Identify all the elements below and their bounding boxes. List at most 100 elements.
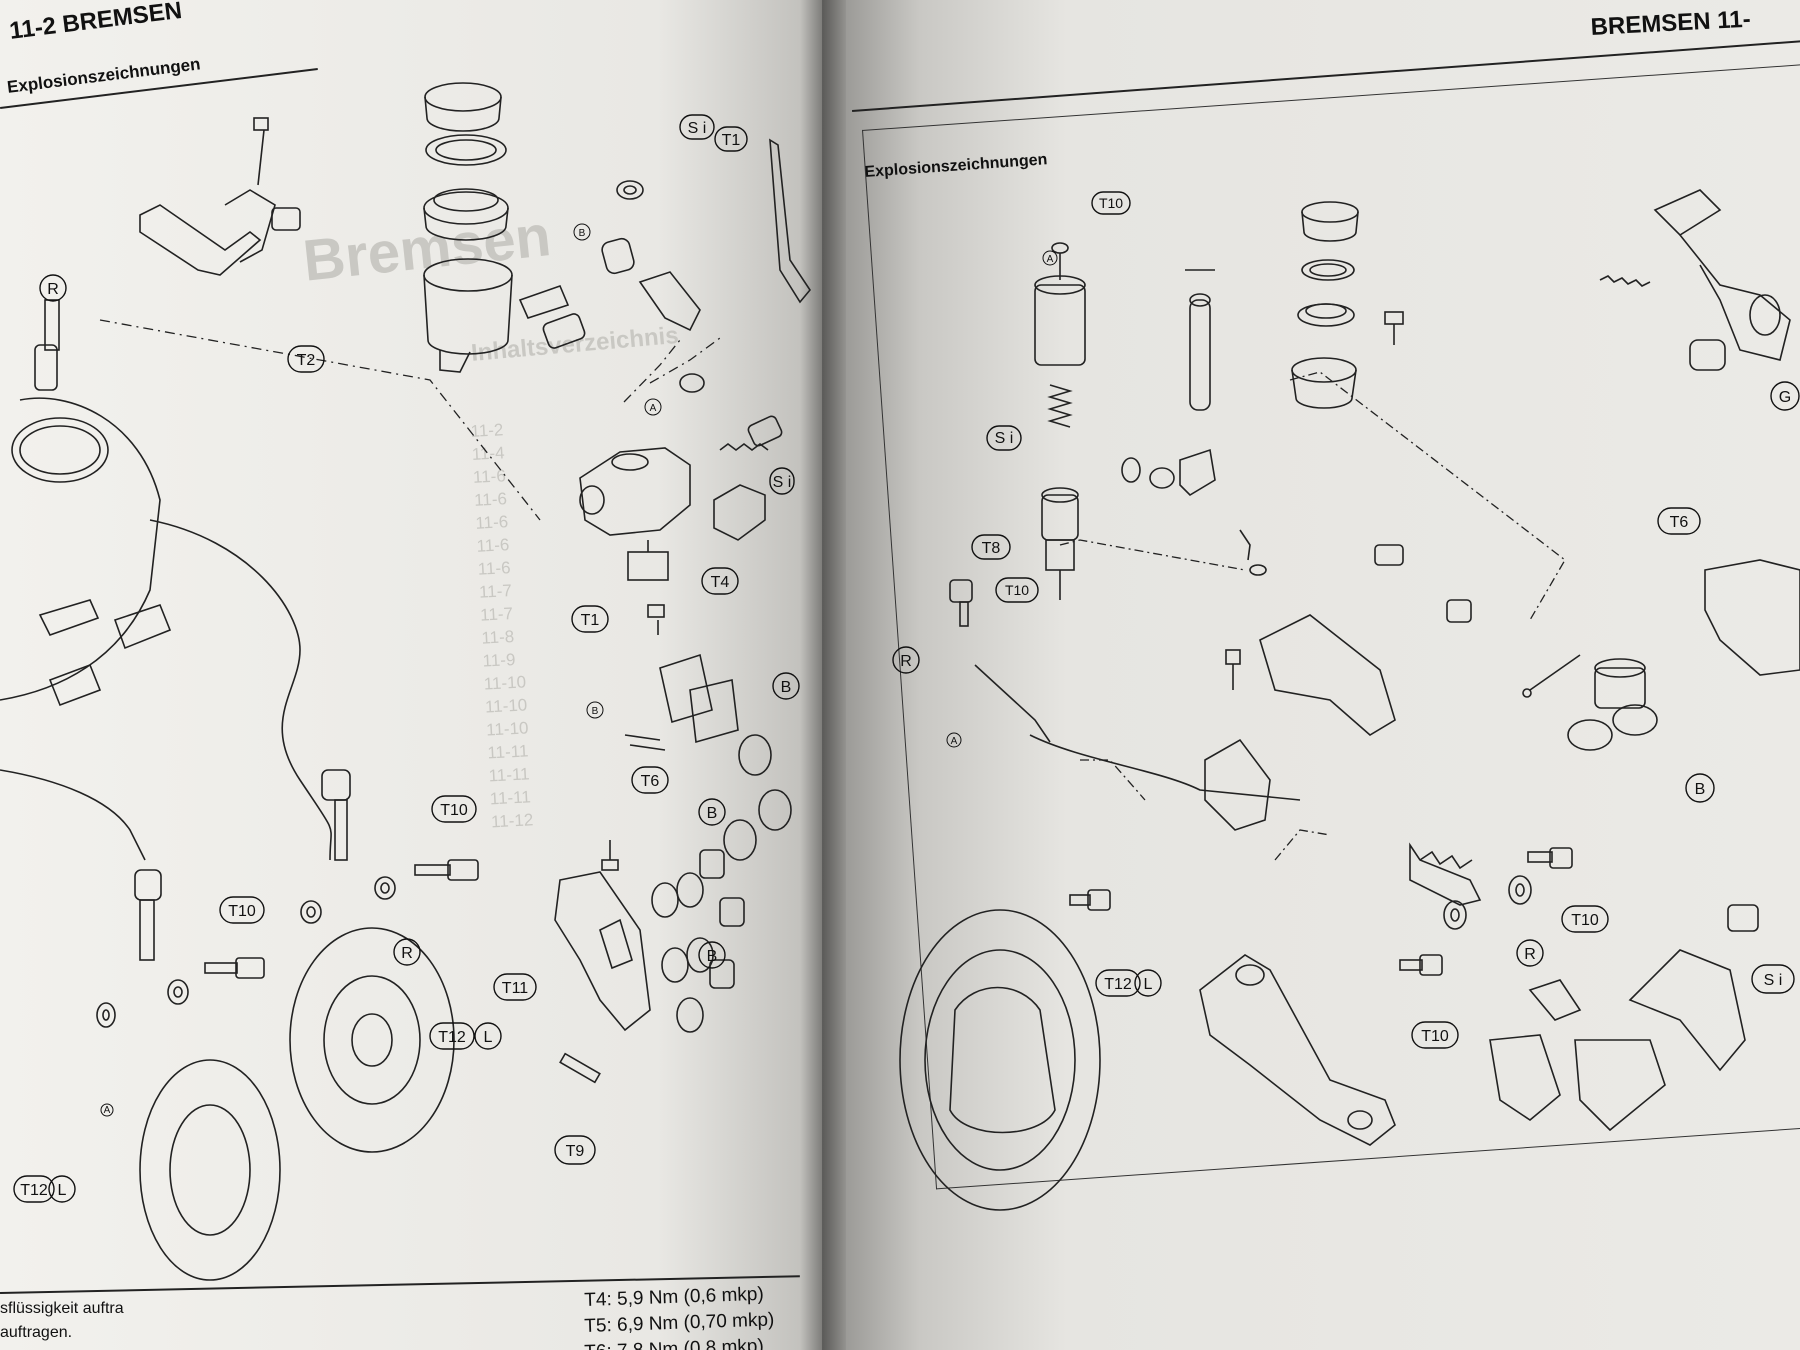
lever-bracket-part	[139, 117, 276, 276]
torque-link-part	[1409, 842, 1482, 906]
banjo-fitting-part	[638, 271, 705, 393]
pedal-pivot-part	[1689, 339, 1726, 371]
hose-joint-part	[48, 604, 172, 707]
callout-t12-label: T12	[438, 1029, 466, 1046]
right-caliper-edge-part	[723, 734, 792, 861]
left-page: 11-2 BREMSEN Explosionszeichnungen Brems…	[0, 0, 822, 1350]
callout-g: G	[1770, 381, 1800, 411]
bracket-bolt-part	[1225, 649, 1241, 690]
hose-clamp-part	[11, 417, 109, 483]
callout-b: B	[698, 798, 726, 826]
rear-disc-bolt-part	[1399, 954, 1443, 976]
rear-washer-part	[1443, 875, 1532, 930]
small-bushing-part	[616, 180, 644, 200]
callout-si-label: S i	[688, 120, 707, 137]
reservoir-screw-part	[1384, 311, 1404, 345]
callout-b-label: B	[707, 805, 718, 822]
callout-l-label: L	[1144, 976, 1153, 993]
pad-spring-part	[624, 734, 666, 751]
rear-piston-seal-part	[1567, 704, 1658, 751]
brake-pedal-part	[1653, 189, 1791, 361]
callout-l-label: L	[484, 1029, 493, 1046]
callout-a: A	[946, 732, 962, 748]
callout-b-label: B	[707, 948, 718, 965]
callout-si: S i	[1751, 964, 1795, 994]
callout-b-label: B	[1695, 781, 1706, 798]
rear-master-piston-part	[1041, 487, 1079, 541]
rear-caliper-part	[1704, 559, 1800, 676]
left-diagram-parts	[0, 82, 811, 1281]
callout-r-label: R	[1524, 946, 1536, 963]
lower-banjo-part	[321, 769, 351, 861]
callout-b: B	[772, 672, 800, 700]
rear-brake-line-part	[974, 664, 1301, 801]
callout-t12: T12	[429, 1022, 475, 1050]
piston-seal-part	[651, 872, 714, 1033]
left-callout-badges: S i T1 R T2 A B S i T4 T1 T6 T10 B B B T…	[13, 114, 800, 1203]
master-cylinder-body-part	[579, 447, 691, 536]
brake-hose-line	[0, 397, 161, 701]
left-note-line: sflüssigkeit auftra	[0, 1300, 124, 1317]
callout-r-label: R	[900, 653, 912, 670]
callout-t12: T12	[1095, 969, 1141, 997]
switch-screw-part	[647, 604, 665, 635]
callout-t10: T10	[995, 577, 1039, 603]
callout-si-label: S i	[773, 474, 792, 491]
callout-l-label: L	[58, 1182, 67, 1199]
brake-pad-part	[659, 653, 739, 744]
callout-a-label: A	[104, 1105, 111, 1116]
rear-banjo-bolt-part	[949, 579, 973, 627]
callout-t10: T10	[431, 795, 477, 823]
callout-si: S i	[679, 114, 715, 140]
callout-l: L	[48, 1175, 76, 1203]
caliper-bleeder-part	[601, 840, 619, 871]
callout-l: L	[474, 1022, 502, 1050]
callout-r: R	[892, 646, 920, 674]
bushing-part	[271, 207, 301, 231]
rear-brake-pad-part	[1489, 1034, 1666, 1132]
spring-part	[1419, 850, 1473, 870]
callout-t2: T2	[287, 345, 325, 373]
brake-lever-part	[769, 138, 811, 304]
rear-reservoir-tank-part	[1291, 357, 1357, 409]
reservoir-cap-part	[424, 82, 502, 132]
callout-t6-label: T6	[1670, 514, 1689, 531]
rear-master-cylinder-part	[1034, 242, 1086, 366]
rear-disc-bolt-part	[1069, 889, 1111, 911]
callout-t10: T10	[1091, 191, 1131, 215]
pedal-bushing-part	[1446, 599, 1472, 623]
rear-hose-fitting-part	[1179, 448, 1216, 497]
pedal-spring-part	[1599, 275, 1651, 287]
book-gutter-shadow	[800, 0, 846, 1350]
rear-brake-disc-part	[899, 909, 1101, 1211]
callout-a: A	[100, 1103, 114, 1117]
right-callout-badges: T10 A S i T8 T10 R A T6 B G T10 R T12 L …	[892, 191, 1800, 1049]
callout-r: R	[39, 274, 67, 302]
caliper-piston-part	[699, 849, 745, 989]
callout-t2-label: T2	[297, 352, 316, 369]
callout-t9: T9	[554, 1135, 596, 1165]
callout-t10: T10	[219, 896, 265, 924]
callout-t4: T4	[701, 567, 739, 595]
rear-reservoir-diaphragm-part	[1297, 303, 1355, 327]
callout-b: B	[573, 223, 591, 241]
callout-t10-label: T10	[440, 802, 468, 819]
brake-hose-line	[0, 769, 146, 861]
rear-pad-spring-part	[1528, 979, 1582, 1021]
callout-r-label: R	[401, 945, 413, 962]
callout-b-label: B	[579, 228, 586, 239]
brake-pedal-bracket-part	[1259, 614, 1396, 736]
callout-a-label: A	[650, 403, 657, 414]
clevis-pin-part	[1374, 544, 1404, 566]
brake-hose-line	[149, 519, 332, 861]
callout-t10: T10	[1561, 905, 1609, 933]
rear-reservoir-cap-part	[1301, 201, 1359, 242]
rear-reservoir-seal-part	[1301, 259, 1355, 281]
callout-b: B	[586, 701, 604, 719]
callout-t12-label: T12	[1104, 976, 1132, 993]
callout-r-label: R	[47, 281, 59, 298]
o-ring-part	[1121, 457, 1175, 489]
callout-t12-label: T12	[20, 1182, 48, 1199]
cotter-pin-part	[1239, 529, 1267, 576]
